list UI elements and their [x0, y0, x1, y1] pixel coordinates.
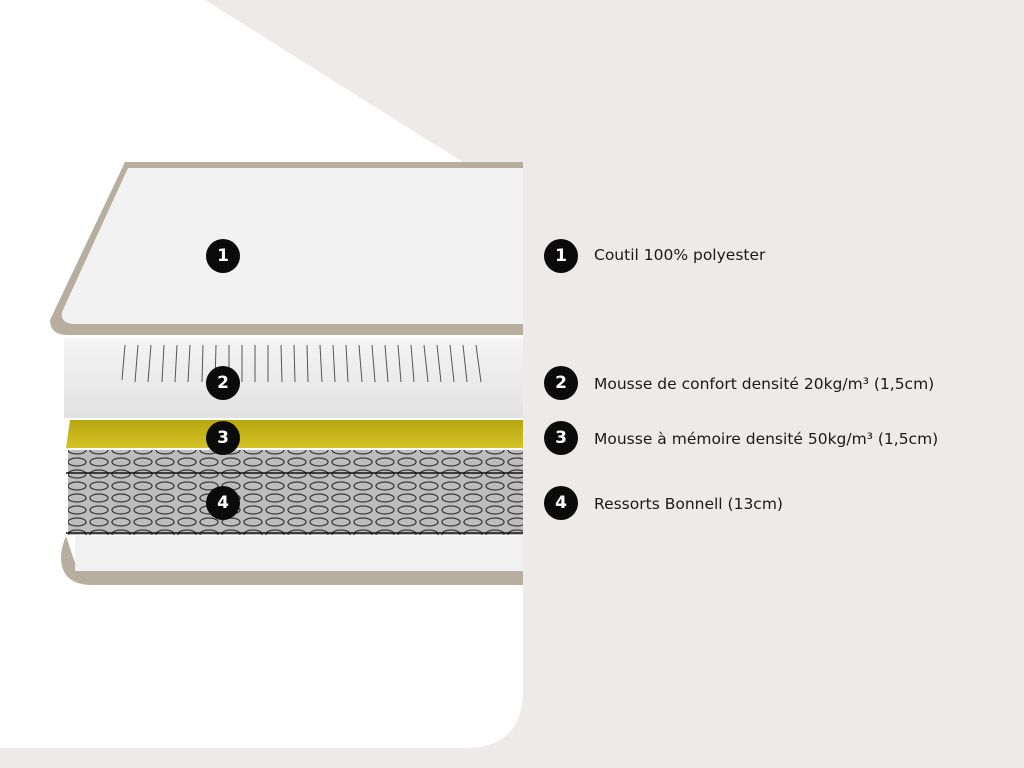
diagram-badge-4: 4 [206, 486, 240, 520]
legend-label-2: Mousse de confort densité 20kg/m³ (1,5cm… [594, 375, 935, 393]
spring-layer [66, 450, 523, 535]
legend-badge-1: 1 [544, 239, 578, 273]
legend-label-4: Ressorts Bonnell (13cm) [594, 495, 783, 513]
diagram-badge-3: 3 [206, 421, 240, 455]
legend-label-3: Mousse à mémoire densité 50kg/m³ (1,5cm) [594, 430, 939, 448]
comfort-foam-layer [64, 338, 523, 418]
legend-badge-4: 4 [544, 486, 578, 520]
diagram-badge-1: 1 [206, 239, 240, 273]
diagram-badge-2: 2 [206, 366, 240, 400]
memory-foam-layer [66, 420, 523, 448]
legend-badge-3: 3 [544, 421, 578, 455]
legend-label-1: Coutil 100% polyester [594, 246, 766, 264]
bottom-strip [0, 748, 1024, 768]
bottom-cover-layer [61, 536, 523, 585]
legend-badge-2: 2 [544, 366, 578, 400]
